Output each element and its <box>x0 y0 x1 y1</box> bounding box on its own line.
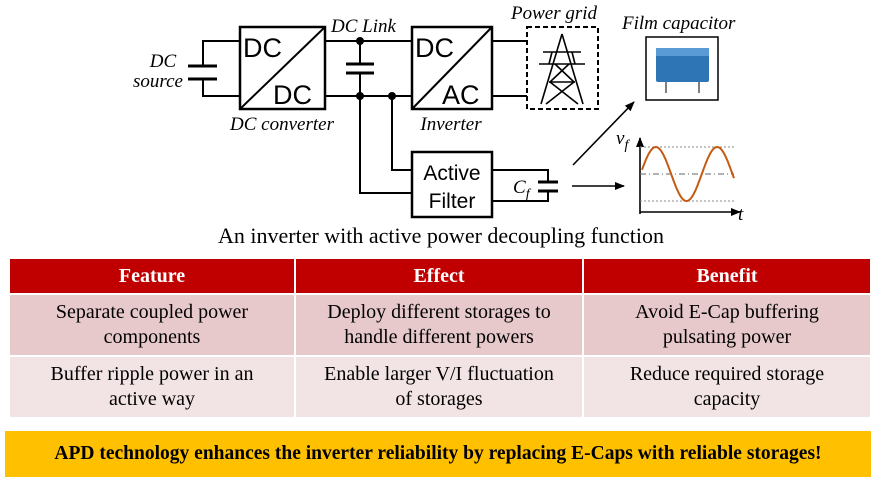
film-capacitor-label: Film capacitor <box>621 13 736 34</box>
dc-source-label-1: DC <box>149 51 177 72</box>
header-benefit: Benefit <box>582 257 872 295</box>
dcac-top-label: DC <box>415 33 454 63</box>
dcdc-top-label: DC <box>243 33 282 63</box>
feature-table: Feature Effect Benefit Separate coupled … <box>8 257 872 419</box>
dc-link-label: DC Link <box>330 16 396 37</box>
grid-wiring <box>492 40 527 97</box>
header-effect: Effect <box>294 257 584 295</box>
t-axis-label: t <box>738 204 744 222</box>
inverter-block: DC AC <box>410 25 494 111</box>
vf-waveform-plot <box>636 137 741 216</box>
cf-label: Cf <box>513 177 532 202</box>
dc-source-label-2: source <box>133 71 183 92</box>
vf-axis-label: vf <box>616 128 630 153</box>
header-feature: Feature <box>8 257 296 295</box>
conclusion-banner: APD technology enhances the inverter rel… <box>5 431 871 477</box>
active-filter-label-1: Active <box>423 162 480 185</box>
dc-link-wiring <box>325 37 412 194</box>
table-header-row: Feature Effect Benefit <box>8 257 872 295</box>
film-capacitor-photo <box>645 36 719 101</box>
active-filter-label-2: Filter <box>429 190 476 213</box>
power-grid-box <box>526 26 599 110</box>
dc-converter-block: DC DC <box>238 25 327 111</box>
dcac-bottom-label: AC <box>442 80 480 110</box>
dcdc-bottom-label: DC <box>273 80 312 110</box>
transmission-tower-icon <box>539 33 585 105</box>
dc-source-symbol <box>188 40 240 97</box>
apd-diagram: DC source DC DC DC converter DC Link DC … <box>133 3 744 222</box>
vf-waveform-line <box>641 145 735 203</box>
active-filter-block: Active Filter <box>410 150 494 219</box>
figure-caption: An inverter with active power decoupling… <box>218 223 664 248</box>
dc-converter-label: DC converter <box>229 114 335 135</box>
cf-wiring <box>492 169 558 202</box>
power-grid-label: Power grid <box>510 3 598 24</box>
inverter-label: Inverter <box>419 114 482 135</box>
arrow-to-film-capacitor <box>572 101 635 166</box>
